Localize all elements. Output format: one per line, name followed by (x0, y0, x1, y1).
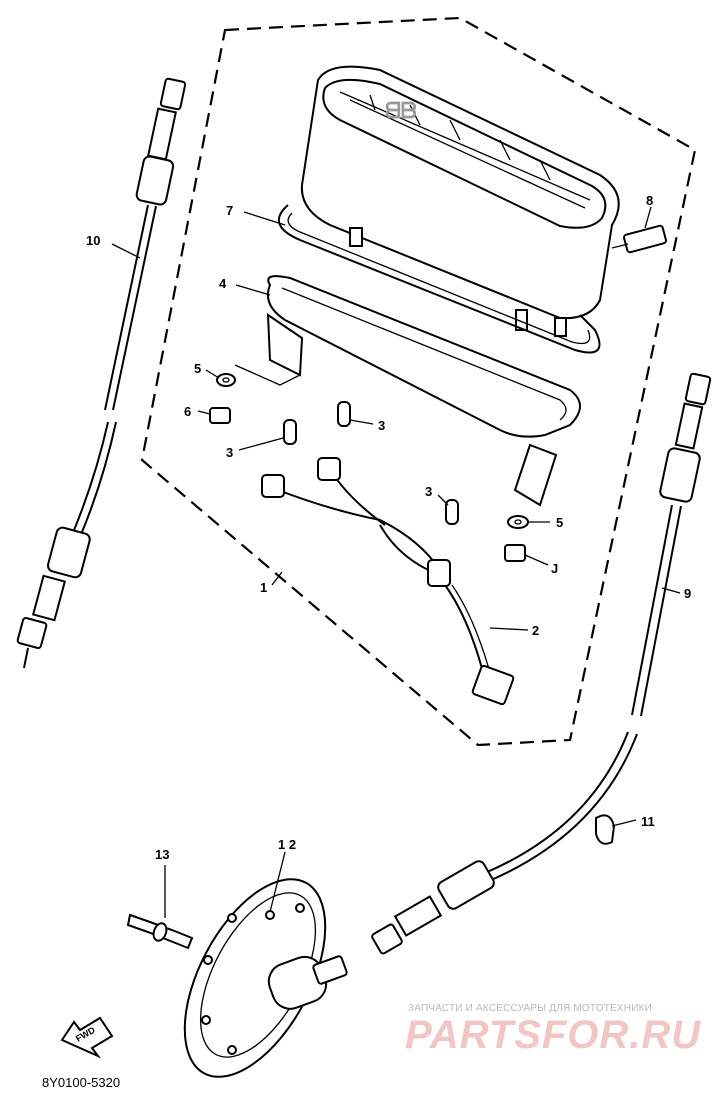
callout-1: 1 (260, 580, 267, 595)
gasket-inner (287, 212, 591, 345)
watermark-brand: PARTSFOR.RU (405, 1013, 701, 1057)
callout-3b: 3 (378, 418, 385, 433)
watermark-tagline: ЗАПЧАСТИ И АКСЕССУАРЫ ДЛЯ МОТОТЕХНИКИ (408, 1003, 652, 1014)
gasket (277, 204, 601, 354)
callout-j: J (551, 561, 558, 576)
callout-6: 6 (184, 404, 191, 419)
callout-8: 8 (646, 193, 653, 208)
meter-housing: ᗺᗷ (300, 65, 620, 320)
callout-4: 4 (219, 276, 227, 291)
cable-clamp (595, 814, 616, 845)
callout-7: 7 (226, 203, 233, 218)
speedometer-gear-unit (183, 878, 348, 1078)
meter-face-marks: ᗺᗷ (385, 98, 417, 123)
diagram-code: 8Y0100-5320 (42, 1075, 120, 1090)
nut-j (504, 544, 526, 562)
callout-11: 11 (641, 814, 655, 829)
callout-5a: 5 (194, 361, 201, 376)
bulb-3b (337, 401, 351, 427)
meter-pin-left (349, 227, 363, 247)
speedometer-cable-left (16, 77, 187, 669)
callout-13: 13 (155, 847, 169, 862)
nut-6 (209, 407, 231, 424)
callout-10: 10 (86, 233, 100, 248)
bulb-3c (445, 499, 459, 525)
leader-lines (111, 206, 681, 918)
speedometer-cable-right (371, 372, 712, 955)
meter-pin-right-b (554, 317, 567, 337)
meter-bracket (266, 275, 581, 507)
assembly-dashed-outline (140, 16, 697, 747)
callout-5b: 5 (556, 515, 563, 530)
callout-12: 1 2 (278, 837, 296, 852)
callout-3a: 3 (226, 445, 233, 460)
forward-direction-arrow: FWD (60, 1016, 114, 1059)
wire-harness (261, 457, 515, 706)
callout-2: 2 (532, 623, 539, 638)
callout-3c: 3 (425, 484, 432, 499)
callout-9: 9 (684, 586, 691, 601)
drive-pin (126, 913, 194, 950)
washer-5a (216, 373, 236, 387)
washer-5b (507, 515, 529, 529)
bulb-3a (283, 419, 297, 445)
reset-knob (611, 224, 667, 254)
